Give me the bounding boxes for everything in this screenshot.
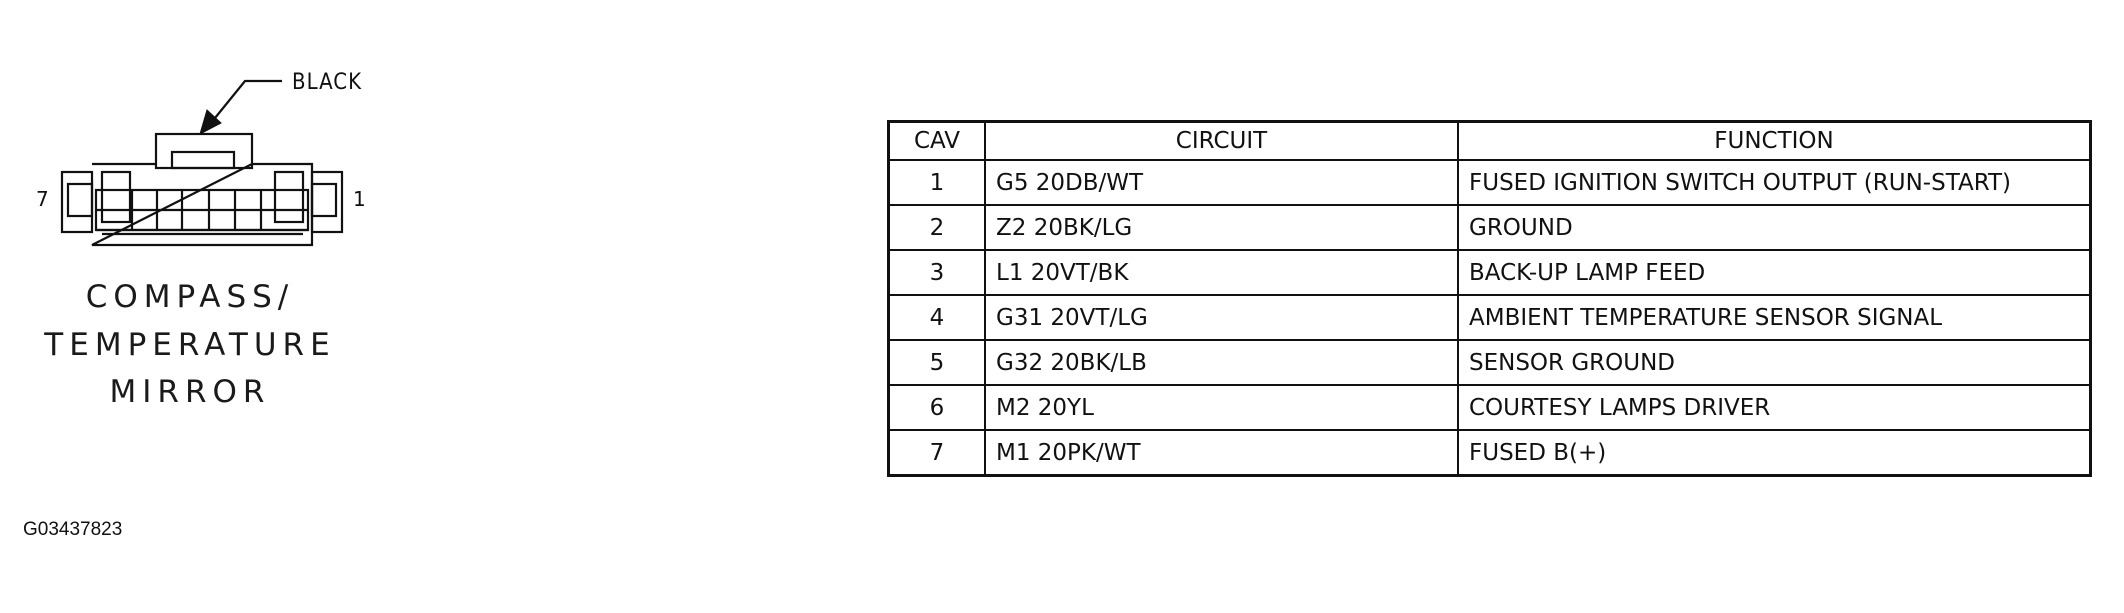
black-color-label: BLACK (292, 70, 362, 95)
connector-name-line-1: COMPASS/ (85, 279, 295, 315)
function-cell: COURTESY LAMPS DRIVER (1457, 384, 2092, 431)
connector-diagram: BLACK 7 1 (36, 70, 366, 247)
circuit-cell: G32 20BK/LB (984, 339, 1459, 386)
circuit-cell: M1 20PK/WT (984, 429, 1459, 477)
cav-cell: 2 (887, 204, 986, 251)
circuit-cell: L1 20VT/BK (984, 249, 1459, 296)
leader-line (214, 79, 282, 119)
function-cell: FUSED IGNITION SWITCH OUTPUT (RUN-START) (1457, 159, 2092, 206)
header-circuit: CIRCUIT (984, 120, 1459, 161)
table-row: 5 G32 20BK/LB SENSOR GROUND (887, 339, 2092, 386)
figure-code: G03437823 (23, 519, 123, 540)
pin-number-left: 7 (36, 187, 49, 211)
table-row: 7 M1 20PK/WT FUSED B(+) (887, 429, 2092, 477)
cav-cell: 4 (887, 294, 986, 341)
table-header-row: CAV CIRCUIT FUNCTION (887, 120, 2092, 161)
function-cell: SENSOR GROUND (1457, 339, 2092, 386)
table-row: 2 Z2 20BK/LG GROUND (887, 204, 2092, 251)
arrow-head (199, 109, 222, 135)
connector-ear-right (310, 170, 344, 234)
function-cell: BACK-UP LAMP FEED (1457, 249, 2092, 296)
cav-cell: 7 (887, 429, 986, 477)
cav-cell: 3 (887, 249, 986, 296)
header-function: FUNCTION (1457, 120, 2092, 161)
circuit-cell: Z2 20BK/LG (984, 204, 1459, 251)
table-row: 4 G31 20VT/LG AMBIENT TEMPERATURE SENSOR… (887, 294, 2092, 341)
table-row: 3 L1 20VT/BK BACK-UP LAMP FEED (887, 249, 2092, 296)
function-cell: GROUND (1457, 204, 2092, 251)
circuit-cell: G5 20DB/WT (984, 159, 1459, 206)
function-cell: FUSED B(+) (1457, 429, 2092, 477)
cav-cell: 5 (887, 339, 986, 386)
header-cav: CAV (887, 120, 986, 161)
connector-body (91, 162, 314, 247)
connector-name-line-3: MIRROR (109, 374, 271, 410)
cav-cell: 1 (887, 159, 986, 206)
circuit-cell: M2 20YL (984, 384, 1459, 431)
table-row: 1 G5 20DB/WT FUSED IGNITION SWITCH OUTPU… (887, 159, 2092, 206)
connector-name-line-2: TEMPERATURE (44, 327, 336, 363)
pin-number-right: 1 (353, 187, 366, 211)
table-row: 6 M2 20YL COURTESY LAMPS DRIVER (887, 384, 2092, 431)
pinout-table: CAV CIRCUIT FUNCTION 1 G5 20DB/WT FUSED … (887, 120, 2092, 477)
cav-cell: 6 (887, 384, 986, 431)
connector-ear-left (60, 170, 94, 234)
circuit-cell: G31 20VT/LG (984, 294, 1459, 341)
function-cell: AMBIENT TEMPERATURE SENSOR SIGNAL (1457, 294, 2092, 341)
